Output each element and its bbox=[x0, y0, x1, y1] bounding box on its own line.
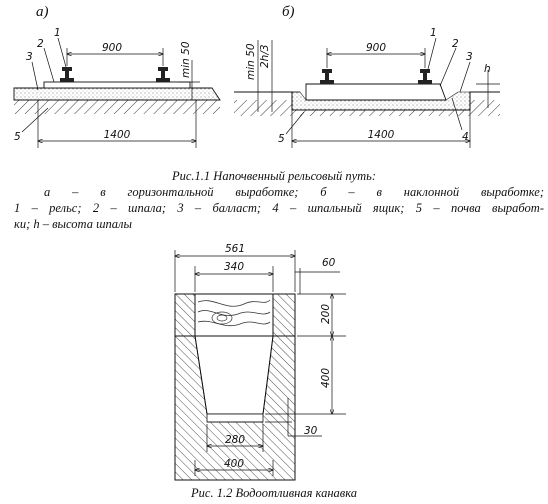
mark-5-b: 5 bbox=[278, 133, 285, 145]
fig1-caption-line3: ки; h – высота шпалы bbox=[14, 217, 132, 231]
sleeper-b bbox=[305, 83, 447, 101]
dim-60: 60 bbox=[322, 257, 336, 269]
mark-2-a: 2 bbox=[37, 38, 44, 50]
fig1-caption-line1: а – в горизонтальной выработке; б – в на… bbox=[44, 185, 544, 199]
ballast-a bbox=[13, 87, 221, 101]
dim-h-b: h bbox=[484, 63, 491, 75]
mark-5-a: 5 bbox=[14, 131, 21, 143]
dim-340: 340 bbox=[224, 261, 244, 273]
fig1-caption-line2: 1 – рельс; 2 – шпала; 3 – балласт; 4 – ш… bbox=[14, 201, 544, 215]
subfig-b-label: б) bbox=[282, 4, 295, 20]
dim-400-w: 400 bbox=[224, 458, 244, 470]
dim-min50-b: min 50 bbox=[245, 43, 257, 80]
dim-1400-b: 1400 bbox=[368, 129, 395, 141]
fig2-caption: Рис. 1.2 Водоотливная канавка bbox=[191, 486, 357, 500]
rail-right-a bbox=[156, 67, 170, 82]
dim-900-a: 900 bbox=[102, 42, 122, 54]
dim-900-b: 900 bbox=[366, 42, 386, 54]
fig1-caption-title: Рис.1.1 Напочвенный рельсовый путь: bbox=[172, 169, 376, 183]
mark-3-a: 3 bbox=[26, 51, 33, 63]
ballast-b bbox=[291, 91, 471, 111]
rail-right-b bbox=[418, 69, 432, 84]
rail-left-b bbox=[320, 69, 334, 84]
sleeper-a bbox=[43, 81, 191, 89]
soil-b bbox=[234, 100, 500, 116]
mark-1-a: 1 bbox=[54, 27, 61, 39]
mark-1-b: 1 bbox=[430, 27, 437, 39]
mark-3-b: 3 bbox=[466, 51, 473, 63]
figure-a: а) 900 min 50 1400 bbox=[13, 4, 221, 148]
dim-min50-a: min 50 bbox=[180, 41, 192, 78]
soil-a bbox=[14, 100, 220, 114]
mark-2-b: 2 bbox=[452, 38, 459, 50]
dim-30: 30 bbox=[304, 425, 318, 437]
rail-left-a bbox=[60, 67, 74, 82]
figure-drainage: 561 340 60 200 400 30 280 400 bbox=[175, 243, 346, 481]
figure-b: б) 900 min 50 2h/3 h bbox=[234, 4, 500, 148]
dim-200: 200 bbox=[320, 304, 332, 324]
dim-2h3-b: 2h/3 bbox=[259, 44, 271, 68]
subfig-a-label: а) bbox=[36, 4, 49, 20]
dim-400-h: 400 bbox=[320, 368, 332, 388]
mark-4-b: 4 bbox=[462, 131, 469, 143]
dim-280: 280 bbox=[225, 434, 245, 446]
dim-1400-a: 1400 bbox=[104, 129, 131, 141]
dim-561: 561 bbox=[225, 243, 245, 255]
